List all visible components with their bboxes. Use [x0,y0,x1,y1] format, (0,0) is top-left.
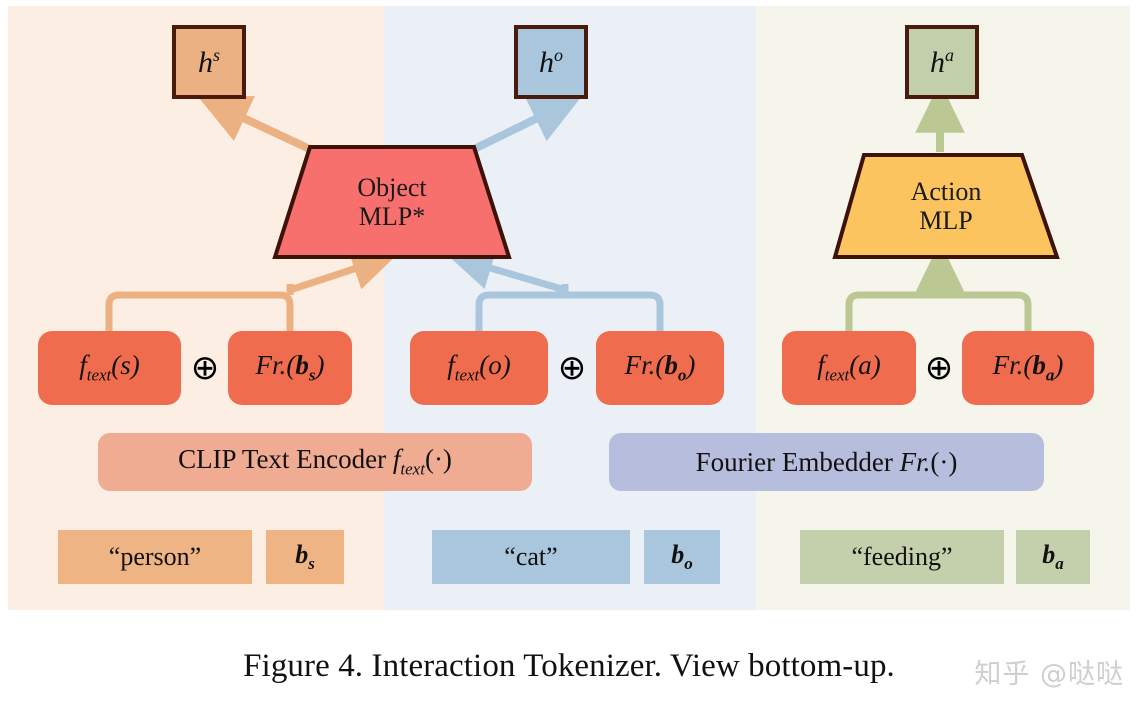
module-object-mlp: Object MLP* [272,144,512,260]
output-box-subject: hs [172,25,246,99]
module-clip-text-encoder: CLIP Text Encoder ftext(·) [98,433,532,491]
watermark: 知乎 @哒哒 [974,659,1124,690]
token-action-box-label: Fr.(ba) [992,350,1064,385]
object-mlp-line2: MLP* [358,202,426,231]
module-action-mlp: Action MLP [832,152,1060,260]
token-action-box: Fr.(ba) [962,331,1094,405]
token-subject-box: Fr.(bs) [228,331,352,405]
oplus-icon-object: ⊕ [557,348,587,388]
output-label-subject: hs [197,44,220,79]
oplus-icon-action: ⊕ [924,348,954,388]
input-bbox-subject: bs [266,530,344,584]
action-mlp-label: Action MLP [911,177,982,235]
action-mlp-line1: Action [910,176,982,206]
input-bbox-subject-label: bs [295,539,315,574]
object-mlp-shape [272,145,512,259]
action-mlp-line2: MLP [919,206,973,235]
object-mlp-label: Object MLP* [357,173,426,231]
action-mlp-shape [832,153,1060,259]
module-fourier-embedder: Fourier Embedder Fr.(·) [609,433,1044,491]
fourier-embedder-label: Fourier Embedder Fr.(·) [695,446,958,477]
output-box-object: ho [514,25,588,99]
object-mlp-line1: Object [357,172,427,202]
input-word-action: “feeding” [800,530,1004,584]
token-action-text: ftext(a) [782,331,916,405]
token-subject-text: ftext(s) [38,331,181,405]
token-object-box: Fr.(bo) [596,331,724,405]
output-label-object: ho [539,44,563,79]
input-bbox-action-label: ba [1042,539,1064,574]
clip-text-encoder-label: CLIP Text Encoder ftext(·) [178,444,452,479]
oplus-icon-subject: ⊕ [190,348,220,388]
output-box-action: ha [905,25,979,99]
input-word-subject: “person” [58,530,252,584]
token-subject-text-label: ftext(s) [79,350,140,385]
token-object-box-label: Fr.(bo) [624,350,696,385]
token-subject-box-label: Fr.(bs) [255,350,325,385]
input-bbox-object: bo [644,530,720,584]
output-label-action: ha [930,44,954,79]
input-word-object: “cat” [432,530,630,584]
token-action-text-label: ftext(a) [817,350,881,385]
figure-caption: Figure 4. Interaction Tokenizer. View bo… [243,648,895,684]
input-bbox-action: ba [1016,530,1090,584]
token-object-text: ftext(o) [410,331,548,405]
token-object-text-label: ftext(o) [447,350,511,385]
input-bbox-object-label: bo [671,539,693,574]
